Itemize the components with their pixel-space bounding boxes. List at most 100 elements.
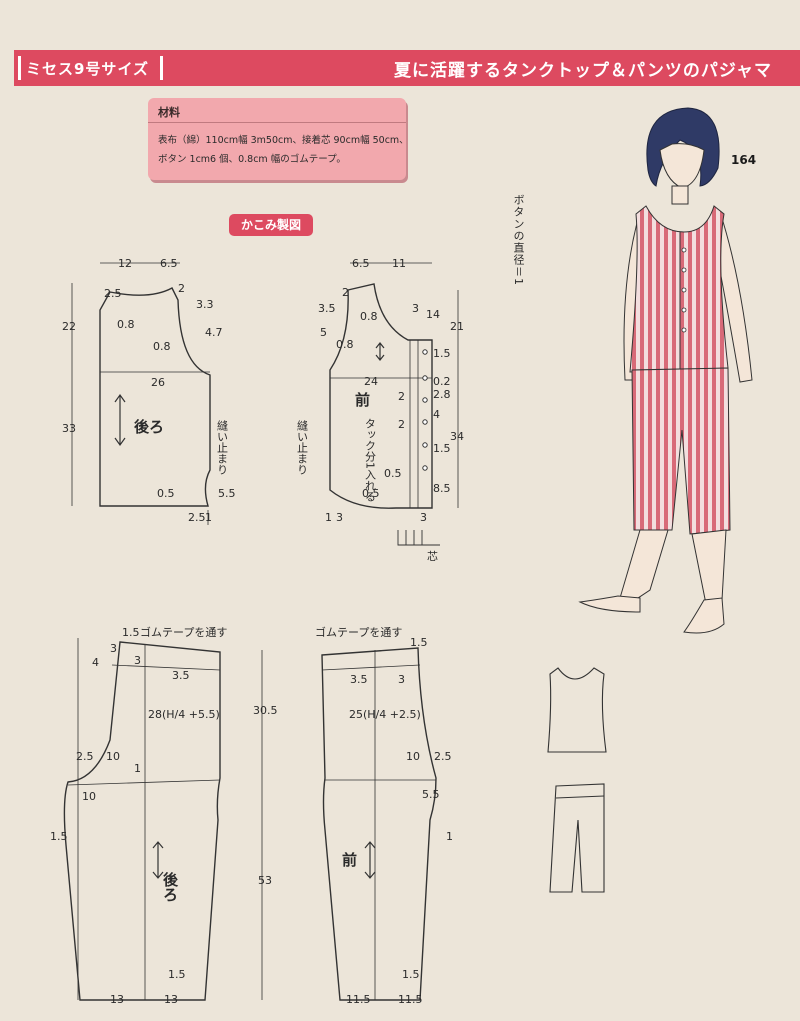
tank-top-icon xyxy=(547,667,607,753)
front-pants-elastic: ゴムテープを通す xyxy=(315,625,402,639)
back-bodice-dim: 1 xyxy=(205,511,212,524)
back-bodice-dim: 12 xyxy=(118,257,132,270)
front-bodice-pattern xyxy=(329,262,459,546)
front-pants-dim: 2.5 xyxy=(434,750,452,763)
back-pants-elastic: ゴムテープを通す xyxy=(140,625,227,639)
back-pants-title: 後ろ xyxy=(161,871,179,902)
back-pants-dim: 3 xyxy=(134,654,141,667)
back-bodice-dim: 2.5 xyxy=(188,511,206,524)
front-pants-dim: 11.5 xyxy=(398,993,423,1006)
front-bodice-dim: 3 xyxy=(336,511,343,524)
kakomi-label: かこみ製図 xyxy=(229,214,313,236)
front-bodice-dim: 5 xyxy=(320,326,327,339)
back-bodice-dim: 0.8 xyxy=(153,340,171,353)
back-pants-pattern xyxy=(63,638,221,1001)
front-bodice-dim: 11 xyxy=(392,257,406,270)
header-separator xyxy=(160,56,163,80)
front-pants-dim: 11.5 xyxy=(346,993,371,1006)
front-bodice-dim: 3 xyxy=(420,511,427,524)
front-pants-dim: 1.5 xyxy=(402,968,420,981)
materials-line-1: 表布（綿）110cm幅 3m50cm、接着芯 90cm幅 50cm、 xyxy=(158,135,409,146)
back-pants-dim: 3 xyxy=(110,642,117,655)
materials-divider xyxy=(148,122,406,123)
back-bodice-pattern xyxy=(71,262,211,525)
front-bodice-interfacing: 芯 xyxy=(427,549,438,563)
materials-box xyxy=(148,98,406,180)
fashion-figure-illustration xyxy=(578,107,753,634)
front-bodice-dim: 14 xyxy=(426,308,440,321)
front-bodice-dim: 0.8 xyxy=(336,338,354,351)
front-bodice-tuck: タック分1入れる xyxy=(364,418,377,502)
front-bodice-dim: 1.5 xyxy=(433,347,451,360)
back-bodice-note: 縫い止まり xyxy=(216,419,229,475)
materials-line-2: ボタン 1cm6 個、0.8cm 幅のゴムテープ。 xyxy=(158,154,346,165)
button-note: ボタンの直径＝1 xyxy=(512,194,525,286)
front-bodice-dim: 1 xyxy=(325,511,332,524)
back-bodice-dim: 22 xyxy=(62,320,76,333)
back-bodice-dim: 0.5 xyxy=(157,487,175,500)
back-pants-dim: 2.5 xyxy=(76,750,94,763)
front-bodice-note: 縫い止まり xyxy=(296,419,309,475)
front-bodice-dim: 0.8 xyxy=(360,310,378,323)
header-separator xyxy=(18,56,21,80)
front-pants-dim: 3.5 xyxy=(350,673,368,686)
back-pants-dim: 1.5 xyxy=(122,626,140,639)
back-pants-dim: 1.5 xyxy=(50,830,68,843)
back-pants-dim: 13 xyxy=(110,993,124,1006)
front-pants-formula: 25(H/4 +2.5) xyxy=(349,708,421,721)
front-bodice-dim: 2 xyxy=(342,286,349,299)
front-bodice-dim: 0.5 xyxy=(384,467,402,480)
front-pants-title: 前 xyxy=(342,851,357,869)
back-bodice-dim: 3.3 xyxy=(196,298,214,311)
pants-icon xyxy=(549,783,605,893)
back-bodice-dim: 26 xyxy=(151,376,165,389)
front-pants-dim: 53 xyxy=(258,874,272,887)
front-bodice-dim: 2 xyxy=(398,418,405,431)
front-pants-dim: 10 xyxy=(406,750,420,763)
front-bodice-dim: 21 xyxy=(450,320,464,333)
back-bodice-dim: 5.5 xyxy=(218,487,236,500)
back-bodice-dim: 6.5 xyxy=(160,257,178,270)
back-pants-dim: 3.5 xyxy=(172,669,190,682)
page-number: 164 xyxy=(731,153,757,167)
back-bodice-dim: 2 xyxy=(178,282,185,295)
back-bodice-dim: 0.8 xyxy=(117,318,135,331)
front-bodice-dim: 0.2 xyxy=(433,375,451,388)
back-bodice-title: 後ろ xyxy=(133,418,164,436)
back-pants-dim: 1.5 xyxy=(168,968,186,981)
front-bodice-dim: 6.5 xyxy=(352,257,370,270)
front-pants-dim: 3 xyxy=(398,673,405,686)
front-bodice-dim: 1.5 xyxy=(433,442,451,455)
front-bodice-dim: 4 xyxy=(433,408,440,421)
front-bodice-dim: 2.8 xyxy=(433,388,451,401)
header-bar xyxy=(14,50,800,86)
front-bodice-dim: 0.5 xyxy=(362,487,380,500)
front-pants-dim: 1 xyxy=(446,830,453,843)
front-bodice-dim: 8.5 xyxy=(433,482,451,495)
back-pants-dim: 13 xyxy=(164,993,178,1006)
back-pants-dim: 4 xyxy=(92,656,99,669)
front-bodice-dim: 24 xyxy=(364,375,378,388)
back-pants-formula: 28(H/4 +5.5) xyxy=(148,708,220,721)
front-bodice-title: 前 xyxy=(355,391,370,409)
back-pants-dim: 10 xyxy=(106,750,120,763)
materials-heading: 材料 xyxy=(158,106,180,119)
front-bodice-dim: 2 xyxy=(398,390,405,403)
front-pants-dim: 5.5 xyxy=(422,788,440,801)
front-pants-dim: 1.5 xyxy=(410,636,428,649)
back-pants-dim: 10 xyxy=(82,790,96,803)
back-bodice-dim: 4.7 xyxy=(205,326,223,339)
front-bodice-dim: 3 xyxy=(412,302,419,315)
back-bodice-dim: 33 xyxy=(62,422,76,435)
back-pants-dim: 1 xyxy=(134,762,141,775)
front-bodice-dim: 34 xyxy=(450,430,464,443)
front-pants-pattern xyxy=(261,647,437,1001)
back-bodice-dim: 2.5 xyxy=(104,287,122,300)
front-bodice-dim: 3.5 xyxy=(318,302,336,315)
front-button-markers xyxy=(422,349,428,471)
front-pants-dim: 30.5 xyxy=(253,704,278,717)
page-title: 夏に活躍するタンクトップ＆パンツのパジャマ xyxy=(394,61,772,81)
size-label: ミセス9号サイズ xyxy=(26,60,149,78)
